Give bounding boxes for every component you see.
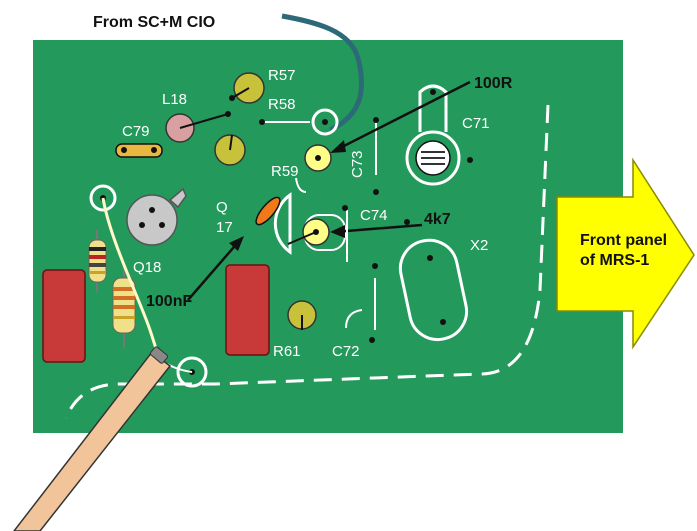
c71-outline [405,130,461,186]
c72-label: C72 [332,343,360,360]
dashed-outline [64,104,550,419]
resistor-2-band-3 [113,305,135,309]
c79-dot-1 [121,147,127,153]
c72-dot-1 [372,263,378,269]
c71-bracket [418,84,448,132]
c71-dot [430,89,436,95]
wire-ring-bottom [176,356,208,388]
r59-label: R59 [271,163,299,180]
callout-100nf-arrowhead [229,236,244,251]
c71-label: C71 [462,115,490,132]
resistor-2-band-2 [113,296,135,300]
pad-4k7-lead [287,231,317,245]
resistor-1-band-3 [89,263,106,267]
l18-label: L18 [162,91,187,108]
olive-pad-lead [229,134,233,151]
q18-pin-2 [139,222,145,228]
r58-dot [259,119,265,125]
resistor-1-band-4 [89,271,106,274]
c73-label: C73 [349,150,366,178]
q18-transistor [126,194,178,246]
orange-capacitor [255,196,281,226]
c74-dot-2 [404,219,410,225]
c74-dot-1 [342,205,348,211]
c72-dot-2 [369,337,375,343]
c71-side-dot [467,157,473,163]
l18-dot [225,111,231,117]
r59-arc [295,177,307,193]
resistor-2-band-4 [113,316,135,319]
x2-label: X2 [470,237,488,254]
r57-label: R57 [268,67,296,84]
red-block-left [42,269,86,363]
resistor-1-band-1 [89,247,106,251]
q17-label-a: Q [216,199,228,216]
c79-dot-2 [151,147,157,153]
red-block-right [225,264,270,356]
resistor-2-band-1 [113,287,135,291]
r57-lead [231,87,250,99]
q18-tab [168,187,187,209]
callout-4k7-label: 4k7 [424,211,451,228]
x2-dot-2 [440,319,446,325]
r61-label: R61 [273,343,301,360]
wire-ring-top [89,184,117,212]
title-label: From SC+M CIO [93,14,215,31]
l18-lead [179,113,229,129]
x2-crystal [398,238,469,342]
callout-100nf-label: 100nF [146,293,192,310]
c79-capacitor [115,143,163,158]
callout-4k7-arrowhead [330,225,345,238]
arrow-label-line2: of MRS-1 [580,252,649,269]
r58-label: R58 [268,96,296,113]
q18-pin-1 [149,207,155,213]
q18-label: Q18 [133,259,161,276]
c72-arc [345,309,363,329]
x2-dot-1 [427,255,433,261]
callout-4k7-line [333,223,423,234]
cable-from-sc-m-cio [281,13,365,133]
q18-pin-3 [159,222,165,228]
probe-tip [149,346,169,364]
arrow-label-line1: Front panel [580,232,667,249]
r58-ring [311,108,339,136]
resistor-1-band-2 [89,255,106,259]
pad-100r-dot [315,155,321,161]
callout-100r-line [335,80,471,152]
r58-ring-dot [322,119,328,125]
c74-label: C74 [360,207,388,224]
callout-100r-label: 100R [474,75,513,92]
callout-100nf-line [187,239,241,301]
c79-label: C79 [122,123,150,140]
r57-dot [229,95,235,101]
q17-label-b: 17 [216,219,233,236]
resistor-1 [88,239,107,283]
c73-dot-top [373,117,379,123]
q17-outline [273,192,292,255]
callout-100r-arrowhead [330,140,346,153]
c73-dot-bottom [373,189,379,195]
front-panel-arrow [556,157,695,350]
